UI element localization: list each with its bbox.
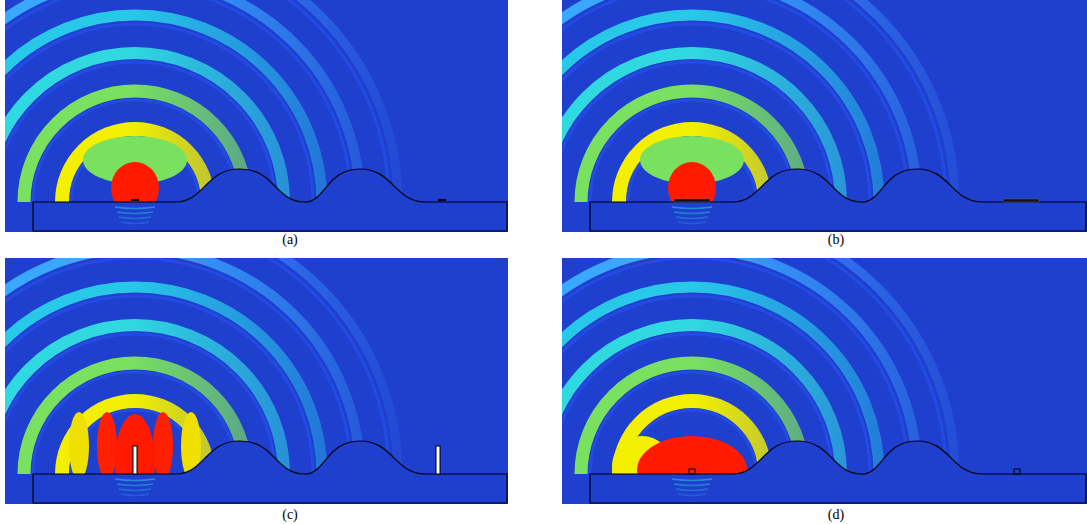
panel-label: (d) <box>828 508 844 522</box>
field-plot <box>562 0 1087 232</box>
field-plot <box>562 258 1087 504</box>
panel-label: (b) <box>828 233 844 247</box>
panel-label: (c) <box>282 508 298 522</box>
panel-label: (a) <box>282 233 298 247</box>
field-plot <box>5 258 508 504</box>
field-plot <box>5 0 508 232</box>
